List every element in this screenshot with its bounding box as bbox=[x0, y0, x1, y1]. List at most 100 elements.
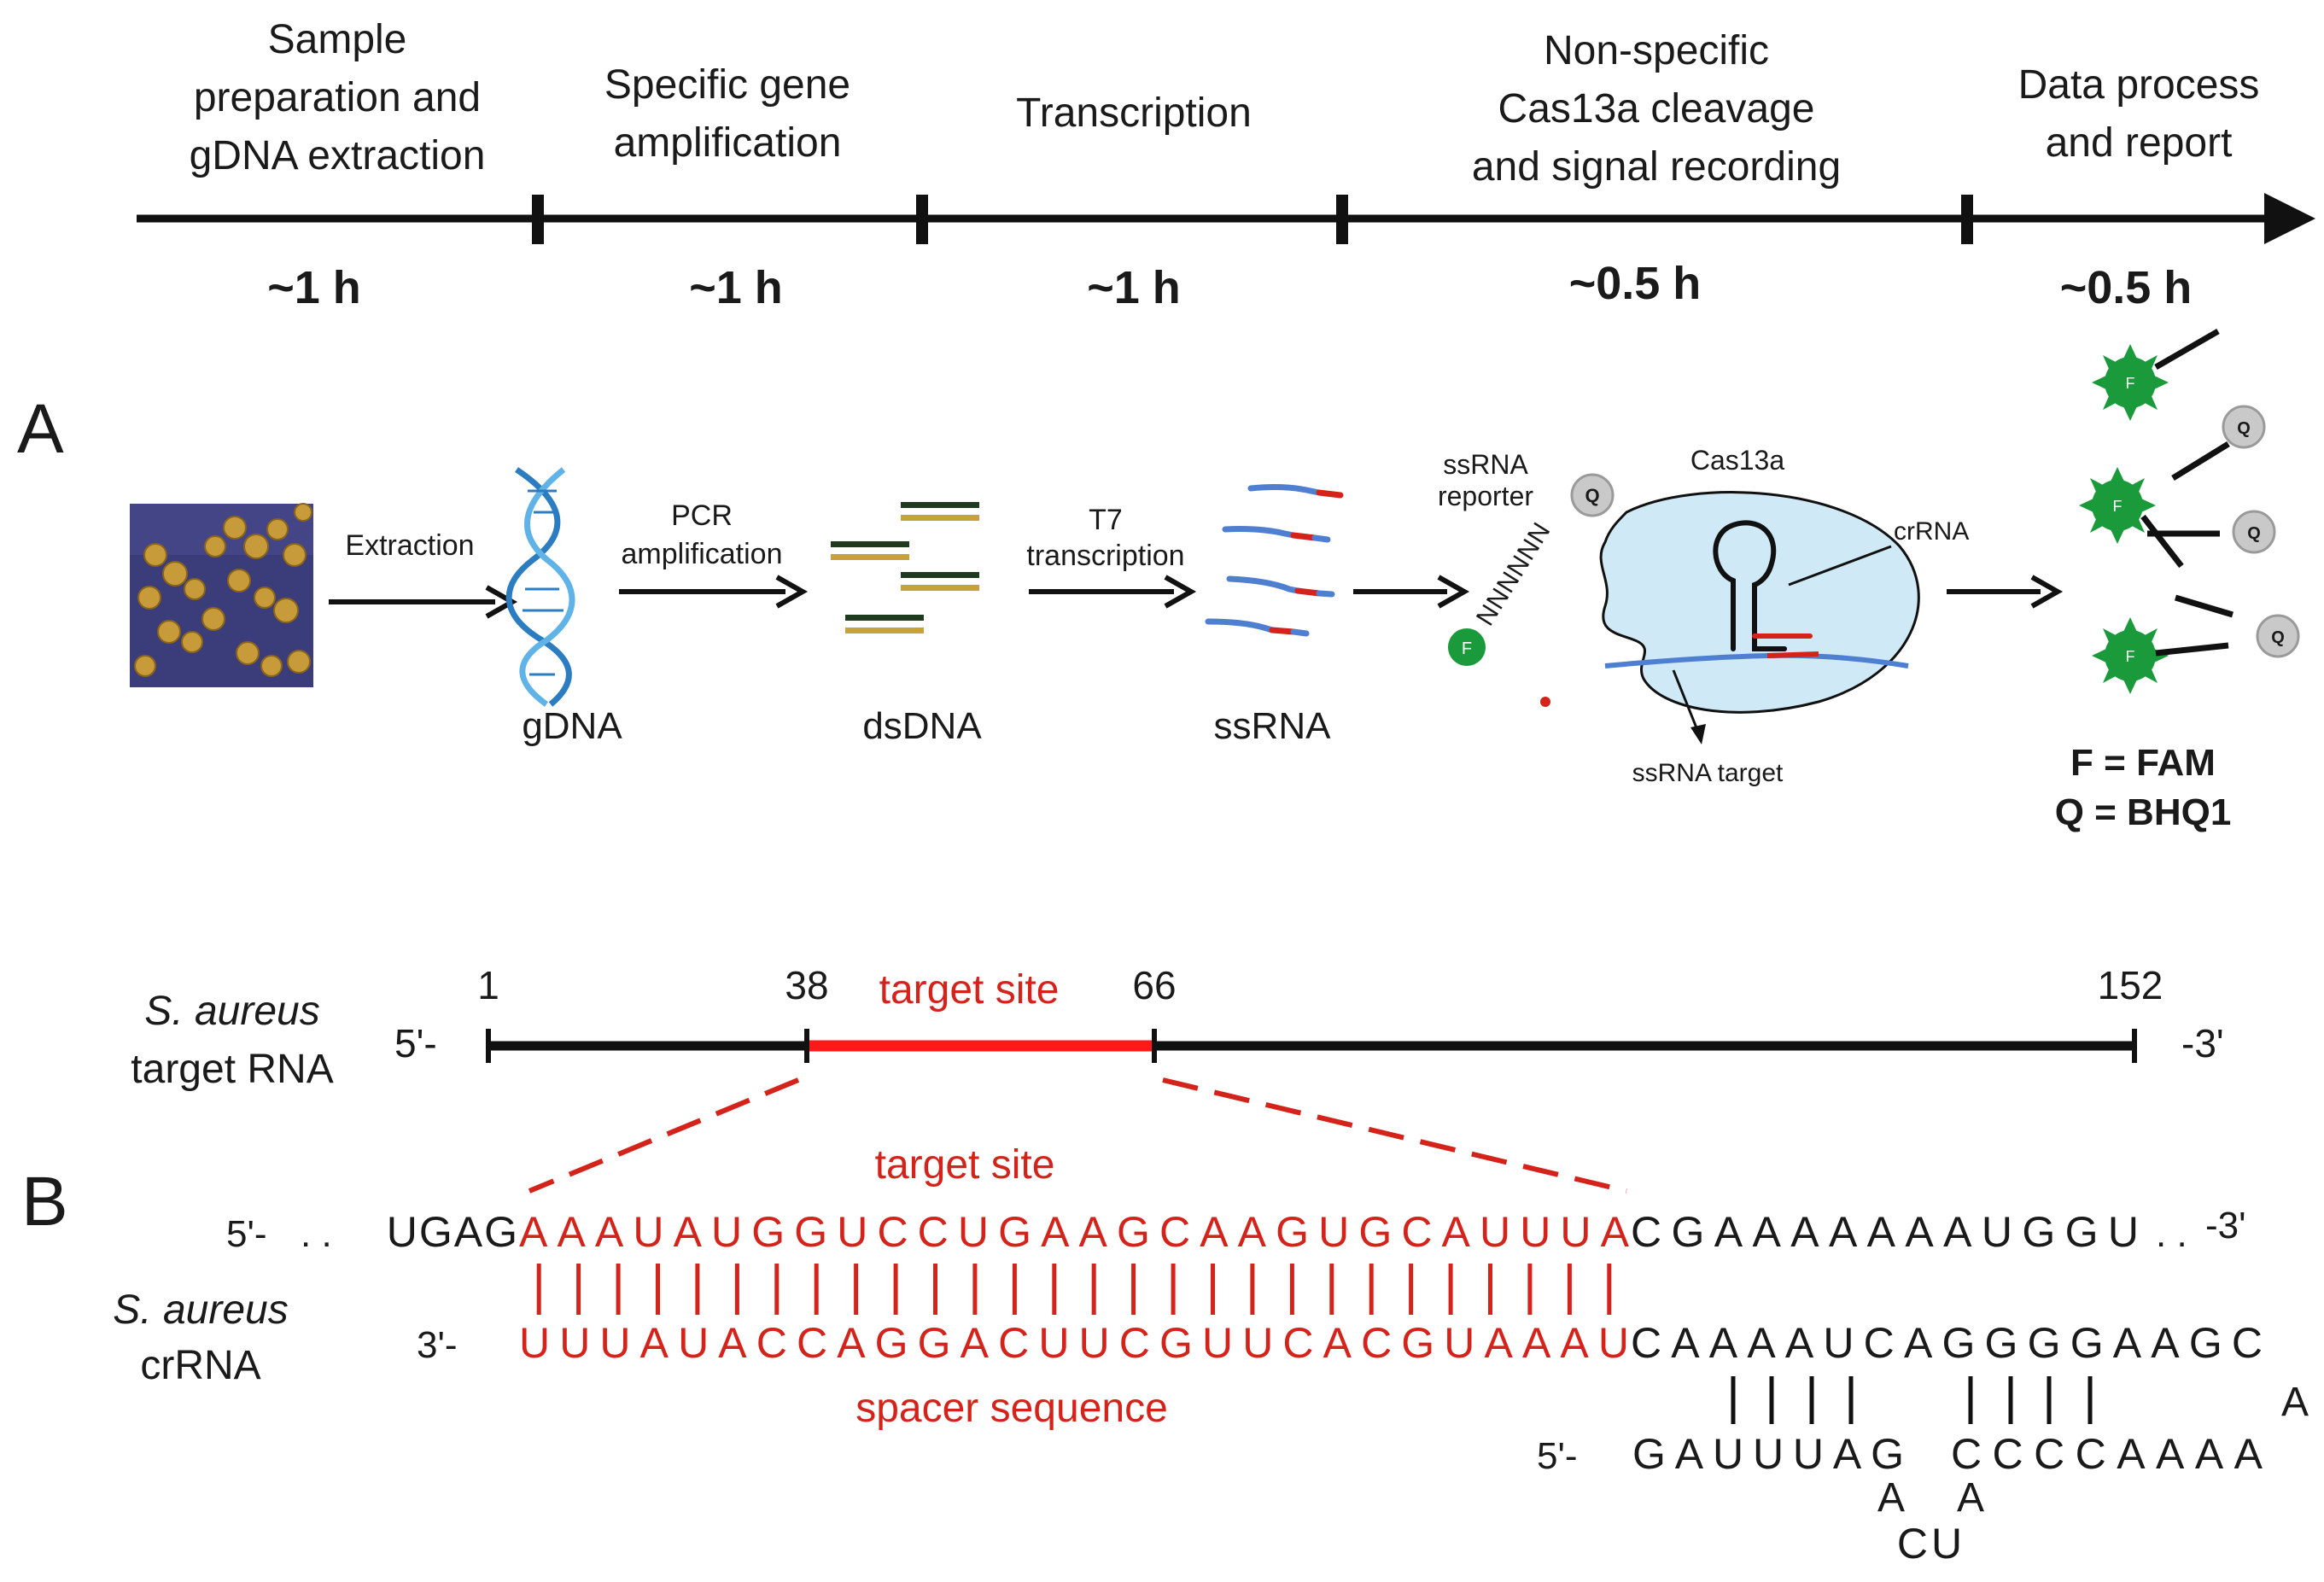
map-three-prime: -3' bbox=[2181, 1021, 2224, 1065]
map-five-prime: 5'- bbox=[394, 1021, 437, 1065]
timeline-step-label: and report bbox=[2046, 120, 2233, 166]
map-position: 38 bbox=[785, 963, 828, 1007]
target-five-prime: 5'- bbox=[226, 1213, 267, 1255]
fam-star-icon: F bbox=[2092, 594, 2234, 694]
timeline-duration: ~0.5 h bbox=[1569, 258, 1702, 309]
timeline-arrowhead bbox=[2264, 193, 2315, 244]
quencher-icon: Q bbox=[2256, 614, 2300, 658]
target-pointer-head bbox=[1690, 724, 1706, 744]
dsdna-fragments bbox=[831, 502, 979, 633]
timeline-step-label: preparation and bbox=[194, 75, 481, 120]
bacteria-micrograph bbox=[130, 503, 313, 687]
crrna-pointer bbox=[1788, 545, 1892, 587]
crrna-bottom-five-prime: 5'- bbox=[1537, 1435, 1578, 1477]
target-suffix: CGAAAAAAAUGGU bbox=[1631, 1208, 2139, 1256]
target-prefix: UGAG bbox=[387, 1208, 519, 1256]
arrow-label-pcr: amplification bbox=[622, 538, 783, 570]
svg-text:Q: Q bbox=[2271, 628, 2285, 647]
svg-text:F: F bbox=[2126, 375, 2135, 392]
timeline-step-label: and signal recording bbox=[1472, 144, 1841, 190]
timeline-step-label: Specific gene bbox=[604, 62, 850, 108]
repeat-top: CAAAAUCAGGGGAAGC bbox=[1631, 1319, 2263, 1367]
dna-helix-icon bbox=[505, 467, 575, 707]
legend-bhq1: Q = BHQ1 bbox=[2055, 791, 2232, 833]
caption-ssrna: ssRNA bbox=[1214, 705, 1332, 747]
svg-text:Q: Q bbox=[2237, 419, 2251, 438]
target-pointer bbox=[1672, 669, 1701, 735]
quencher-icon: Q bbox=[2232, 510, 2276, 554]
crrna-bottom-left: GAUUUAG bbox=[1632, 1430, 1904, 1478]
arrow-head bbox=[1164, 575, 1197, 609]
caption-dsdna: dsDNA bbox=[862, 705, 982, 747]
arrow-head bbox=[2030, 575, 2064, 609]
map-molecule: target RNA bbox=[131, 1047, 333, 1092]
timeline: Sample preparation and gDNA extraction ~… bbox=[137, 17, 2315, 313]
map-position: 152 bbox=[2098, 963, 2163, 1007]
arrow-label-extraction: Extraction bbox=[345, 529, 474, 562]
target-trail-dots: . . bbox=[2156, 1213, 2187, 1255]
panel-label: A bbox=[17, 390, 64, 468]
timeline-step-label: amplification bbox=[614, 120, 842, 166]
fluorophore-icon bbox=[1448, 628, 1486, 666]
reporter-sequence: NNNNNN bbox=[1471, 517, 1556, 631]
ssrna-target-site bbox=[1766, 651, 1819, 658]
timeline-duration: ~1 h bbox=[267, 262, 361, 313]
timeline-step-label: Data process bbox=[2018, 62, 2260, 108]
crrna-molecule: crRNA bbox=[140, 1343, 260, 1388]
zoom-line-left bbox=[528, 1077, 800, 1194]
svg-text:Q: Q bbox=[2247, 524, 2261, 543]
panel-b: S. aureus target RNA 5'- -3' 1 38 target… bbox=[21, 963, 2309, 1567]
target-lead-dots: . . bbox=[301, 1213, 332, 1255]
timeline-step-label: gDNA extraction bbox=[190, 133, 486, 178]
timeline-step-label: Cas13a cleavage bbox=[1498, 86, 1815, 131]
base-pair-lines bbox=[536, 1264, 1612, 1315]
map-position: 1 bbox=[477, 963, 499, 1007]
legend-fam: F = FAM bbox=[2070, 742, 2216, 784]
quencher-icon bbox=[1570, 473, 1615, 517]
crrna-label: crRNA bbox=[1894, 517, 1969, 546]
ssrna-strands bbox=[1205, 484, 1344, 637]
panel-a: A Extraction bbox=[17, 328, 2300, 833]
fluorescent-products: F Q F Q bbox=[2079, 328, 2300, 694]
crrna-three-prime: 3'- bbox=[417, 1324, 458, 1366]
fam-star-icon: F bbox=[2079, 467, 2220, 569]
bulge-left: A bbox=[1877, 1475, 1905, 1521]
crrna-organism: S. aureus bbox=[113, 1287, 288, 1333]
cleaved-fragment-dot bbox=[1540, 697, 1550, 707]
arrow-head bbox=[775, 575, 809, 609]
map-position: 66 bbox=[1132, 963, 1176, 1007]
quencher-letter: Q bbox=[1585, 485, 1599, 506]
fluorophore-letter: F bbox=[1462, 639, 1472, 658]
ssrna-target-label: ssRNA target bbox=[1632, 759, 1784, 787]
spacer-label: spacer sequence bbox=[855, 1386, 1168, 1431]
arrow-head bbox=[1437, 575, 1470, 609]
timeline-duration: ~1 h bbox=[689, 262, 783, 313]
caption-gdna: gDNA bbox=[522, 705, 622, 747]
arrow-label-pcr: PCR bbox=[671, 499, 733, 532]
svg-text:F: F bbox=[2126, 648, 2135, 665]
cas13a-title: Cas13a bbox=[1690, 445, 1785, 476]
repeat-pair-lines bbox=[1731, 1376, 2093, 1424]
bulge-right: A bbox=[1957, 1475, 1984, 1521]
ssrna-target-strand bbox=[1604, 652, 1909, 668]
crrna-bottom-right: CCCCAAAA bbox=[1951, 1430, 2263, 1478]
reporter-label: reporter bbox=[1438, 481, 1533, 511]
panel-label: B bbox=[21, 1163, 68, 1240]
hairpin-loop-tip: A bbox=[2281, 1380, 2309, 1425]
timeline-step-label: Transcription bbox=[1016, 90, 1252, 136]
fam-star-icon: F bbox=[2092, 328, 2220, 421]
map-organism: S. aureus bbox=[144, 989, 319, 1034]
timeline-duration: ~1 h bbox=[1087, 262, 1181, 313]
target-site-sequence: AAAUAUGGUCCUGAAGCAAGUGCAUUUA bbox=[519, 1208, 1630, 1256]
arrow-label-t7: transcription bbox=[1026, 540, 1184, 572]
svg-text:F: F bbox=[2113, 498, 2123, 515]
reporter-label: ssRNA bbox=[1443, 449, 1528, 480]
hairpin-loop-bottom: CU bbox=[1897, 1520, 1965, 1567]
timeline-step-label: Sample bbox=[268, 17, 407, 62]
target-three-prime: -3' bbox=[2205, 1205, 2246, 1246]
zoom-line-right bbox=[1162, 1077, 1627, 1194]
crrna-hairpin bbox=[1713, 520, 1813, 651]
quencher-icon: Q bbox=[2171, 405, 2266, 481]
timeline-step-label: Non-specific bbox=[1544, 28, 1769, 73]
